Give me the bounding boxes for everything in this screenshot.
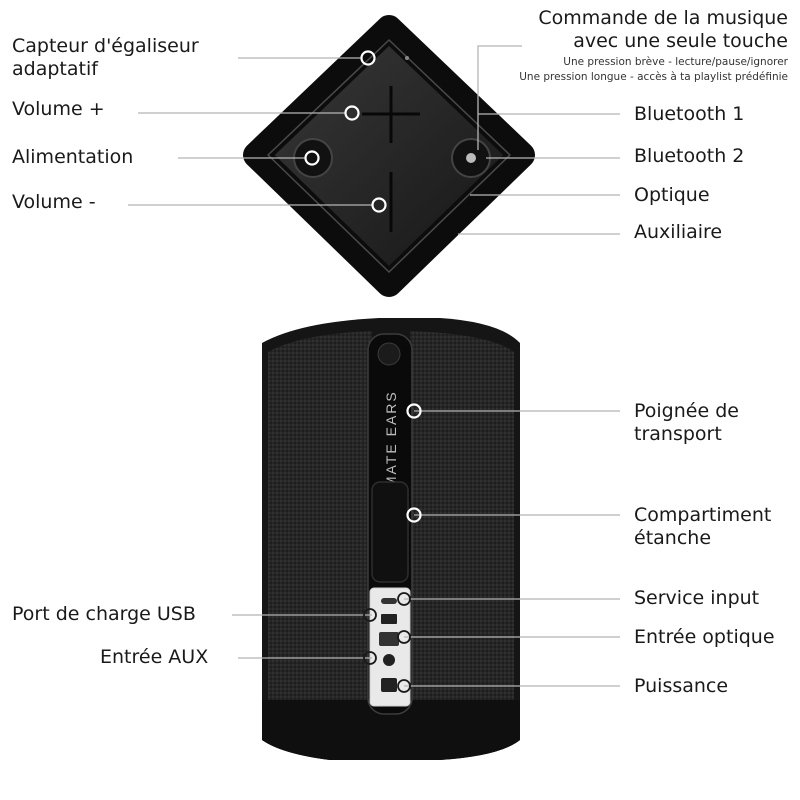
label-eq-sensor: Capteur d'égaliseur adaptatif xyxy=(12,35,199,81)
side-leader-lines xyxy=(232,410,620,687)
label-auxiliary: Auxiliaire xyxy=(634,221,723,243)
volume-plus-icon xyxy=(362,86,420,143)
service-port xyxy=(381,598,397,604)
label-carry-handle: Poignée de transport xyxy=(634,400,739,446)
label-compartment-line1: Compartiment xyxy=(634,504,772,526)
side-callout-markers xyxy=(406,403,422,523)
port-panel xyxy=(369,587,411,707)
carry-handle xyxy=(371,481,409,583)
label-power-port: Puissance xyxy=(634,675,729,697)
speaker-top-view xyxy=(243,15,535,297)
label-usb-charge-port: Port de charge USB xyxy=(12,603,196,625)
aux-port xyxy=(383,654,395,666)
top-leader-lines xyxy=(128,45,620,235)
label-waterproof-compartment: Compartiment étanche xyxy=(634,504,771,550)
label-volume-down: Volume - xyxy=(12,191,96,213)
top-callout-markers xyxy=(304,50,387,213)
label-eq-sensor-line2: adaptatif xyxy=(12,58,98,80)
label-aux-input: Entrée AUX xyxy=(100,646,209,668)
label-service-input: Service input xyxy=(634,587,760,609)
label-short-press: Une pression brève - lecture/pause/ignor… xyxy=(563,56,788,68)
power-port xyxy=(381,678,397,692)
label-music-title-line1: Commande de la musique xyxy=(538,7,788,29)
bluetooth-indicator xyxy=(466,153,476,163)
eq-sensor-dot xyxy=(405,56,409,60)
brand-text: IMATE EARS xyxy=(383,390,399,494)
label-long-press: Une pression longue - accès à ta playlis… xyxy=(519,71,788,83)
label-optical-input: Entrée optique xyxy=(634,626,775,648)
label-bluetooth-2: Bluetooth 2 xyxy=(634,145,745,167)
label-music-control: Commande de la musique avec une seule to… xyxy=(538,7,788,53)
label-music-title-line2: avec une seule touche xyxy=(573,30,788,52)
panel-callout-markers xyxy=(363,592,411,693)
label-carry-handle-line1: Poignée de xyxy=(634,400,739,422)
label-power: Alimentation xyxy=(12,146,134,168)
label-carry-handle-line2: transport xyxy=(634,423,722,445)
optical-port xyxy=(379,632,399,646)
label-volume-up: Volume + xyxy=(12,98,105,120)
label-optical: Optique xyxy=(634,184,710,206)
usb-port xyxy=(381,614,397,624)
speaker-side-view: IMATE EARS xyxy=(262,318,520,760)
label-eq-sensor-line1: Capteur d'égaliseur xyxy=(12,35,199,57)
fabric-right xyxy=(410,331,514,741)
label-bluetooth-1: Bluetooth 1 xyxy=(634,103,745,125)
label-compartment-line2: étanche xyxy=(634,527,712,549)
fabric-left xyxy=(268,331,372,741)
